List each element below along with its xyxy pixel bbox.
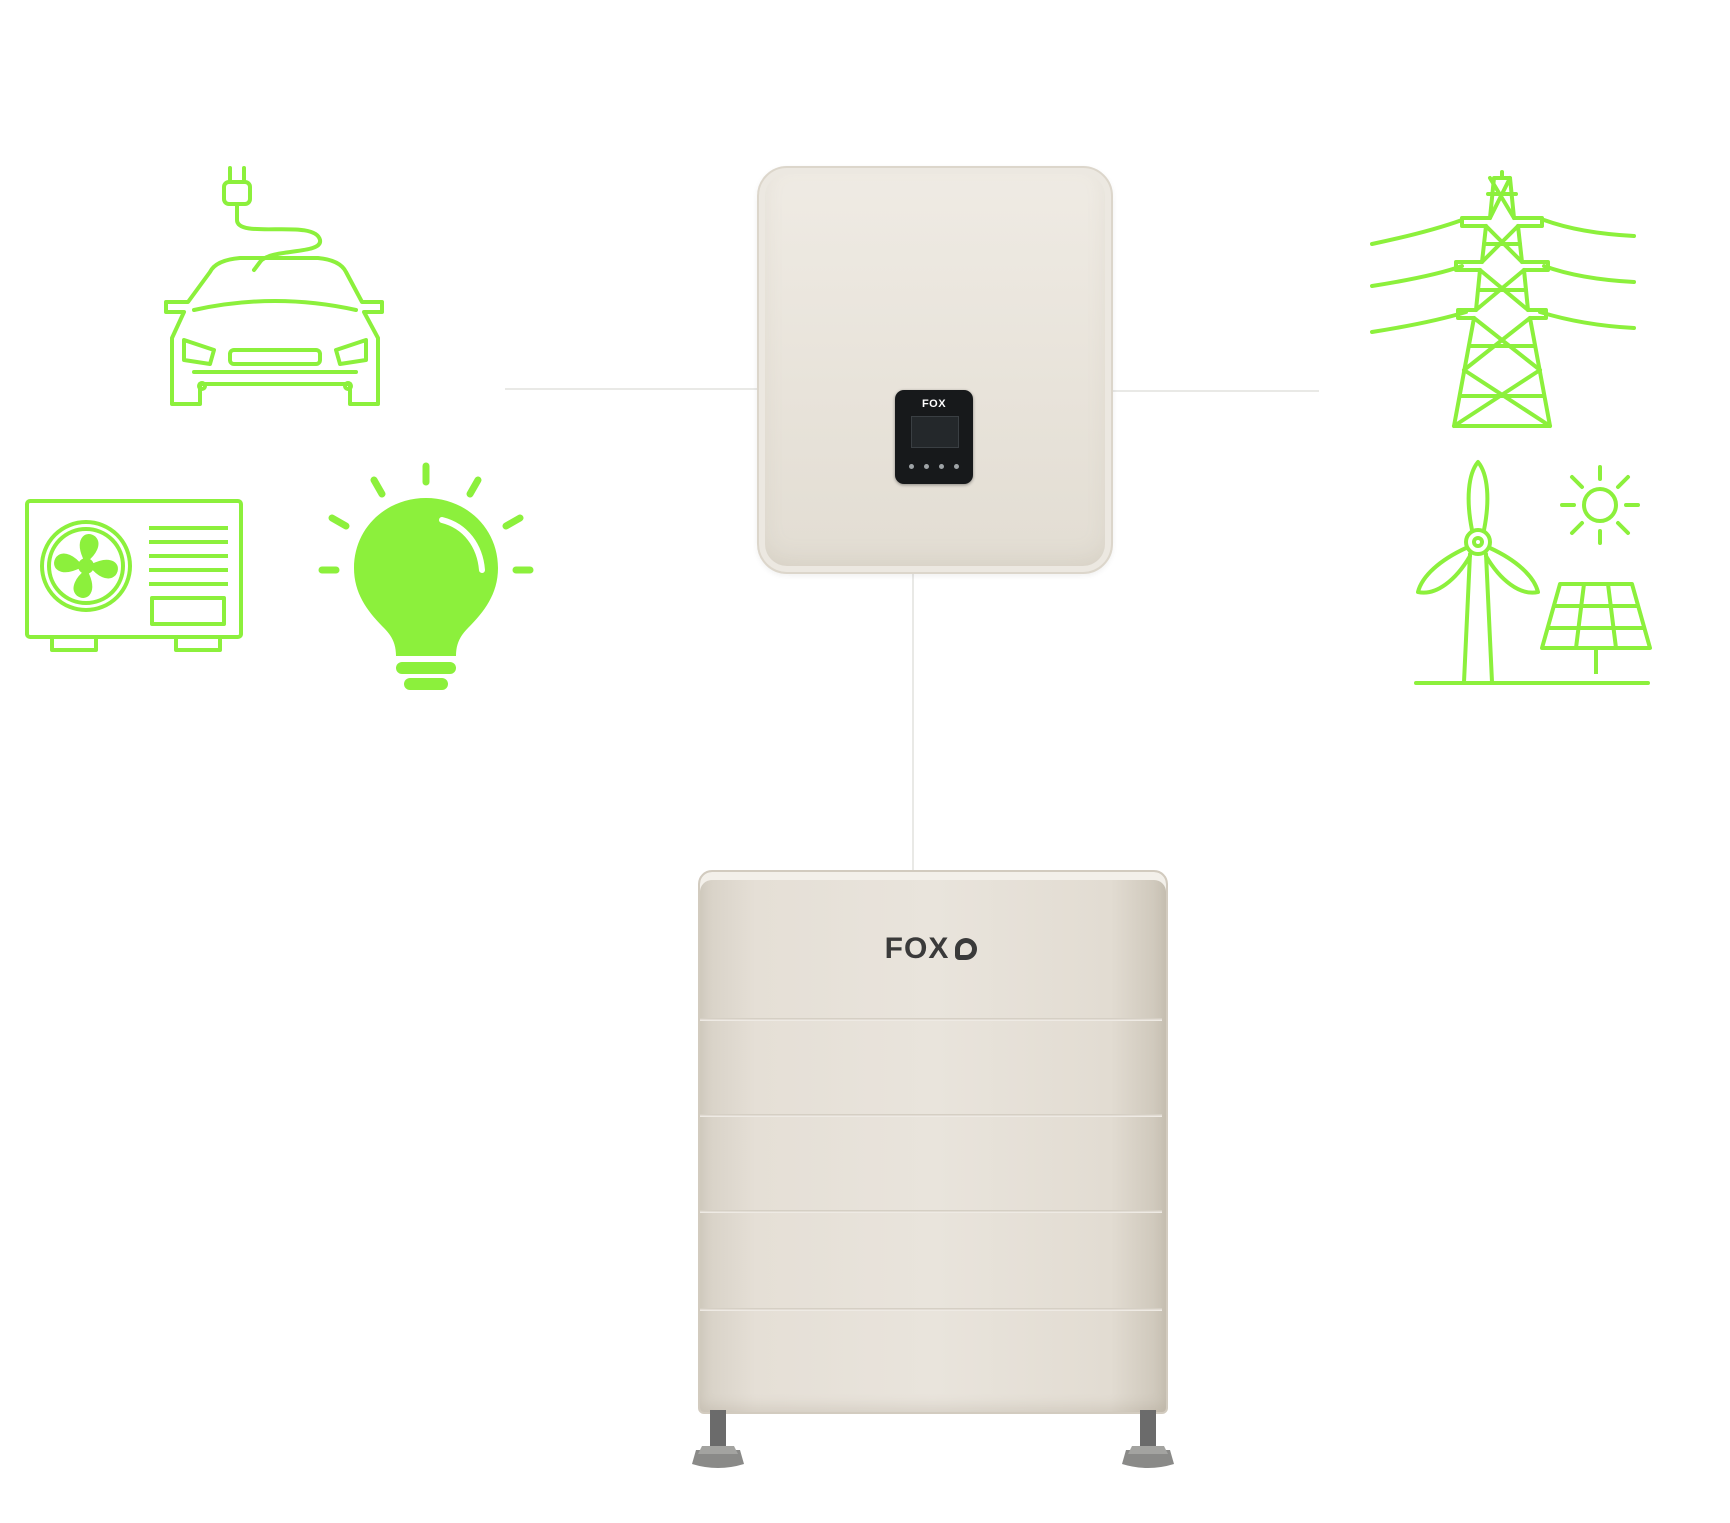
- ev-car-icon: [150, 160, 400, 420]
- power-pylon-icon: [1370, 170, 1636, 432]
- fox-logo-mark-icon: [955, 938, 978, 960]
- heat-pump-icon: [24, 498, 244, 664]
- connector-inverter-battery: [912, 570, 914, 870]
- battery-foot-right: [1120, 1410, 1174, 1470]
- status-led: [954, 464, 959, 469]
- connector-inverter-grid: [1109, 390, 1319, 392]
- inverter-unit: FOX: [757, 166, 1113, 574]
- connector-loads-inverter: [505, 388, 757, 390]
- light-bulb-icon: [318, 462, 538, 698]
- battery-module-divider: [700, 1114, 1162, 1117]
- inverter-status-leds: [909, 464, 959, 470]
- status-led: [924, 464, 929, 469]
- sun-icon: [1560, 465, 1640, 545]
- inverter-lcd-screen: [911, 416, 959, 448]
- inverter-brand-logo: FOX: [921, 398, 947, 410]
- battery-body: [698, 870, 1168, 1414]
- battery-brand-text: FOX: [884, 932, 950, 965]
- battery-foot-left: [690, 1410, 744, 1470]
- ground-line: [1414, 680, 1650, 686]
- inverter-display: FOX: [895, 390, 973, 484]
- status-led: [909, 464, 914, 469]
- battery-brand-logo: FOX: [698, 932, 1164, 966]
- battery-module-divider: [700, 1210, 1162, 1213]
- battery-module-divider: [700, 1308, 1162, 1311]
- status-led: [939, 464, 944, 469]
- wind-turbine-icon: [1408, 460, 1548, 690]
- battery-module-divider: [700, 1018, 1162, 1021]
- battery-stack: FOX: [692, 870, 1174, 1468]
- solar-panel-icon: [1540, 582, 1652, 678]
